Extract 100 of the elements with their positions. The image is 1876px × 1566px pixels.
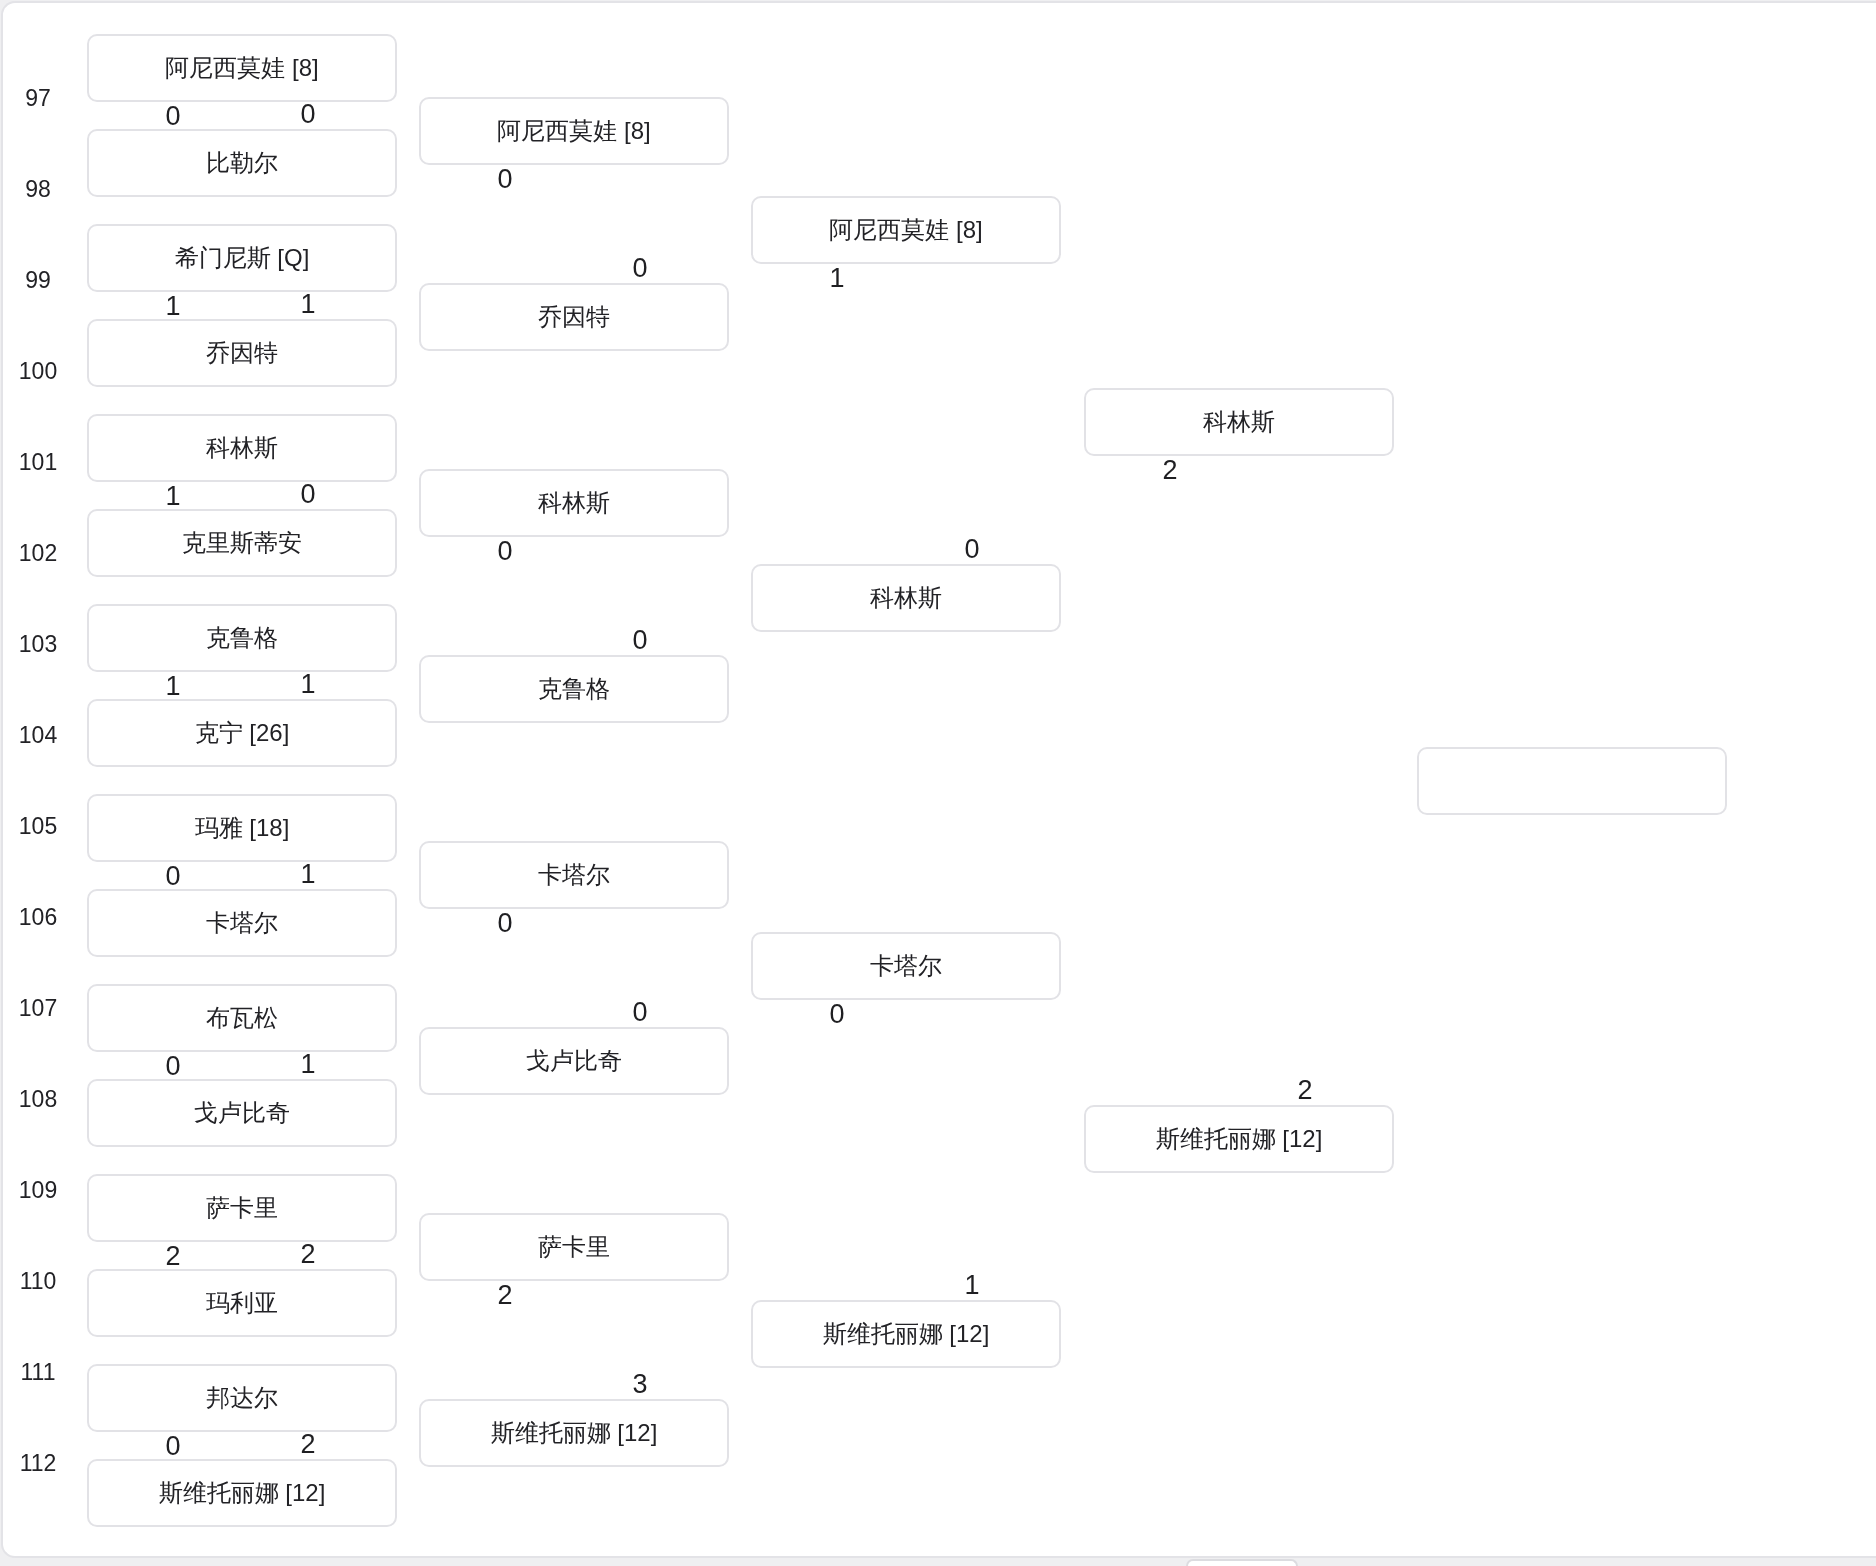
player-box	[87, 129, 397, 197]
player-name: 玛利亚	[206, 1288, 278, 1318]
player-box	[419, 655, 729, 723]
score: 2	[300, 1241, 316, 1268]
score: 1	[300, 291, 316, 318]
draw-number: 107	[18, 996, 58, 1020]
player-box	[1084, 388, 1394, 456]
player-box	[419, 1213, 729, 1281]
player-name: 萨卡里	[538, 1232, 610, 1262]
draw-number: 104	[18, 723, 58, 747]
player-box	[87, 414, 397, 482]
score: 1	[165, 673, 181, 700]
draw-number: 111	[20, 1360, 56, 1384]
score: 0	[497, 538, 513, 565]
player-name: 戈卢比奇	[194, 1098, 290, 1128]
player-name: 戈卢比奇	[526, 1046, 622, 1076]
score: 1	[300, 1051, 316, 1078]
score: 0	[165, 1053, 181, 1080]
empty-slot-box	[1417, 747, 1727, 815]
player-name: 科林斯	[538, 488, 610, 518]
score: 2	[1162, 457, 1178, 484]
player-box	[87, 604, 397, 672]
player-name: 克宁 [26]	[194, 718, 290, 748]
player-name: 玛雅 [18]	[194, 813, 290, 843]
score: 1	[300, 671, 316, 698]
player-box	[87, 1459, 397, 1527]
player-name: 科林斯	[870, 583, 942, 613]
player-box	[87, 319, 397, 387]
score: 0	[497, 166, 513, 193]
score: 0	[165, 863, 181, 890]
player-name: 卡塔尔	[538, 860, 610, 890]
player-box	[87, 1174, 397, 1242]
player-name: 萨卡里	[206, 1193, 278, 1223]
player-name: 阿尼西莫娃 [8]	[497, 116, 651, 146]
player-name: 科林斯	[1203, 407, 1275, 437]
score: 1	[964, 1272, 980, 1299]
score: 0	[300, 481, 316, 508]
score: 0	[165, 103, 181, 130]
draw-number: 105	[18, 814, 58, 838]
player-name: 邦达尔	[206, 1383, 278, 1413]
draw-number: 98	[25, 177, 51, 201]
player-box	[751, 196, 1061, 264]
score: 0	[829, 1001, 845, 1028]
draw-number: 110	[19, 1269, 57, 1293]
player-name: 斯维托丽娜 [12]	[158, 1478, 326, 1508]
player-box	[419, 97, 729, 165]
player-box	[751, 932, 1061, 1000]
draw-number: 100	[18, 359, 58, 383]
player-box	[751, 1300, 1061, 1368]
draw-number: 97	[25, 86, 51, 110]
player-box	[419, 469, 729, 537]
player-box	[87, 34, 397, 102]
player-box	[419, 1027, 729, 1095]
score: 1	[165, 483, 181, 510]
score: 2	[1297, 1077, 1313, 1104]
player-box	[87, 794, 397, 862]
score: 1	[165, 293, 181, 320]
player-box	[87, 984, 397, 1052]
draw-number: 112	[19, 1451, 57, 1475]
score: 3	[632, 1371, 648, 1398]
draw-number: 101	[18, 450, 58, 474]
score: 0	[964, 536, 980, 563]
player-name: 克里斯蒂安	[182, 528, 302, 558]
player-box	[419, 283, 729, 351]
player-name: 卡塔尔	[870, 951, 942, 981]
player-box	[87, 1364, 397, 1432]
player-box	[87, 509, 397, 577]
draw-number: 102	[18, 541, 58, 565]
score: 0	[497, 910, 513, 937]
player-box	[87, 699, 397, 767]
score: 0	[300, 101, 316, 128]
draw-number: 106	[18, 905, 58, 929]
score: 2	[300, 1431, 316, 1458]
score: 0	[632, 255, 648, 282]
score: 2	[497, 1282, 513, 1309]
player-name: 比勒尔	[206, 148, 278, 178]
score: 2	[165, 1243, 181, 1270]
player-box	[419, 841, 729, 909]
player-name: 阿尼西莫娃 [8]	[165, 53, 319, 83]
draw-number: 103	[18, 632, 58, 656]
score: 1	[829, 265, 845, 292]
draw-number: 99	[25, 268, 51, 292]
player-box	[87, 889, 397, 957]
score: 0	[632, 627, 648, 654]
player-box	[751, 564, 1061, 632]
score: 1	[300, 861, 316, 888]
player-name: 斯维托丽娜 [12]	[1155, 1124, 1323, 1154]
player-box	[1084, 1105, 1394, 1173]
draw-number: 109	[18, 1178, 58, 1202]
player-name: 乔因特	[206, 338, 278, 368]
player-box	[87, 1079, 397, 1147]
player-name: 斯维托丽娜 [12]	[490, 1418, 658, 1448]
score: 0	[632, 999, 648, 1026]
player-name: 乔因特	[538, 302, 610, 332]
player-box	[87, 1269, 397, 1337]
player-name: 斯维托丽娜 [12]	[822, 1319, 990, 1349]
player-name: 克鲁格	[538, 674, 610, 704]
player-name: 卡塔尔	[206, 908, 278, 938]
player-name: 阿尼西莫娃 [8]	[829, 215, 983, 245]
score: 0	[165, 1433, 181, 1460]
